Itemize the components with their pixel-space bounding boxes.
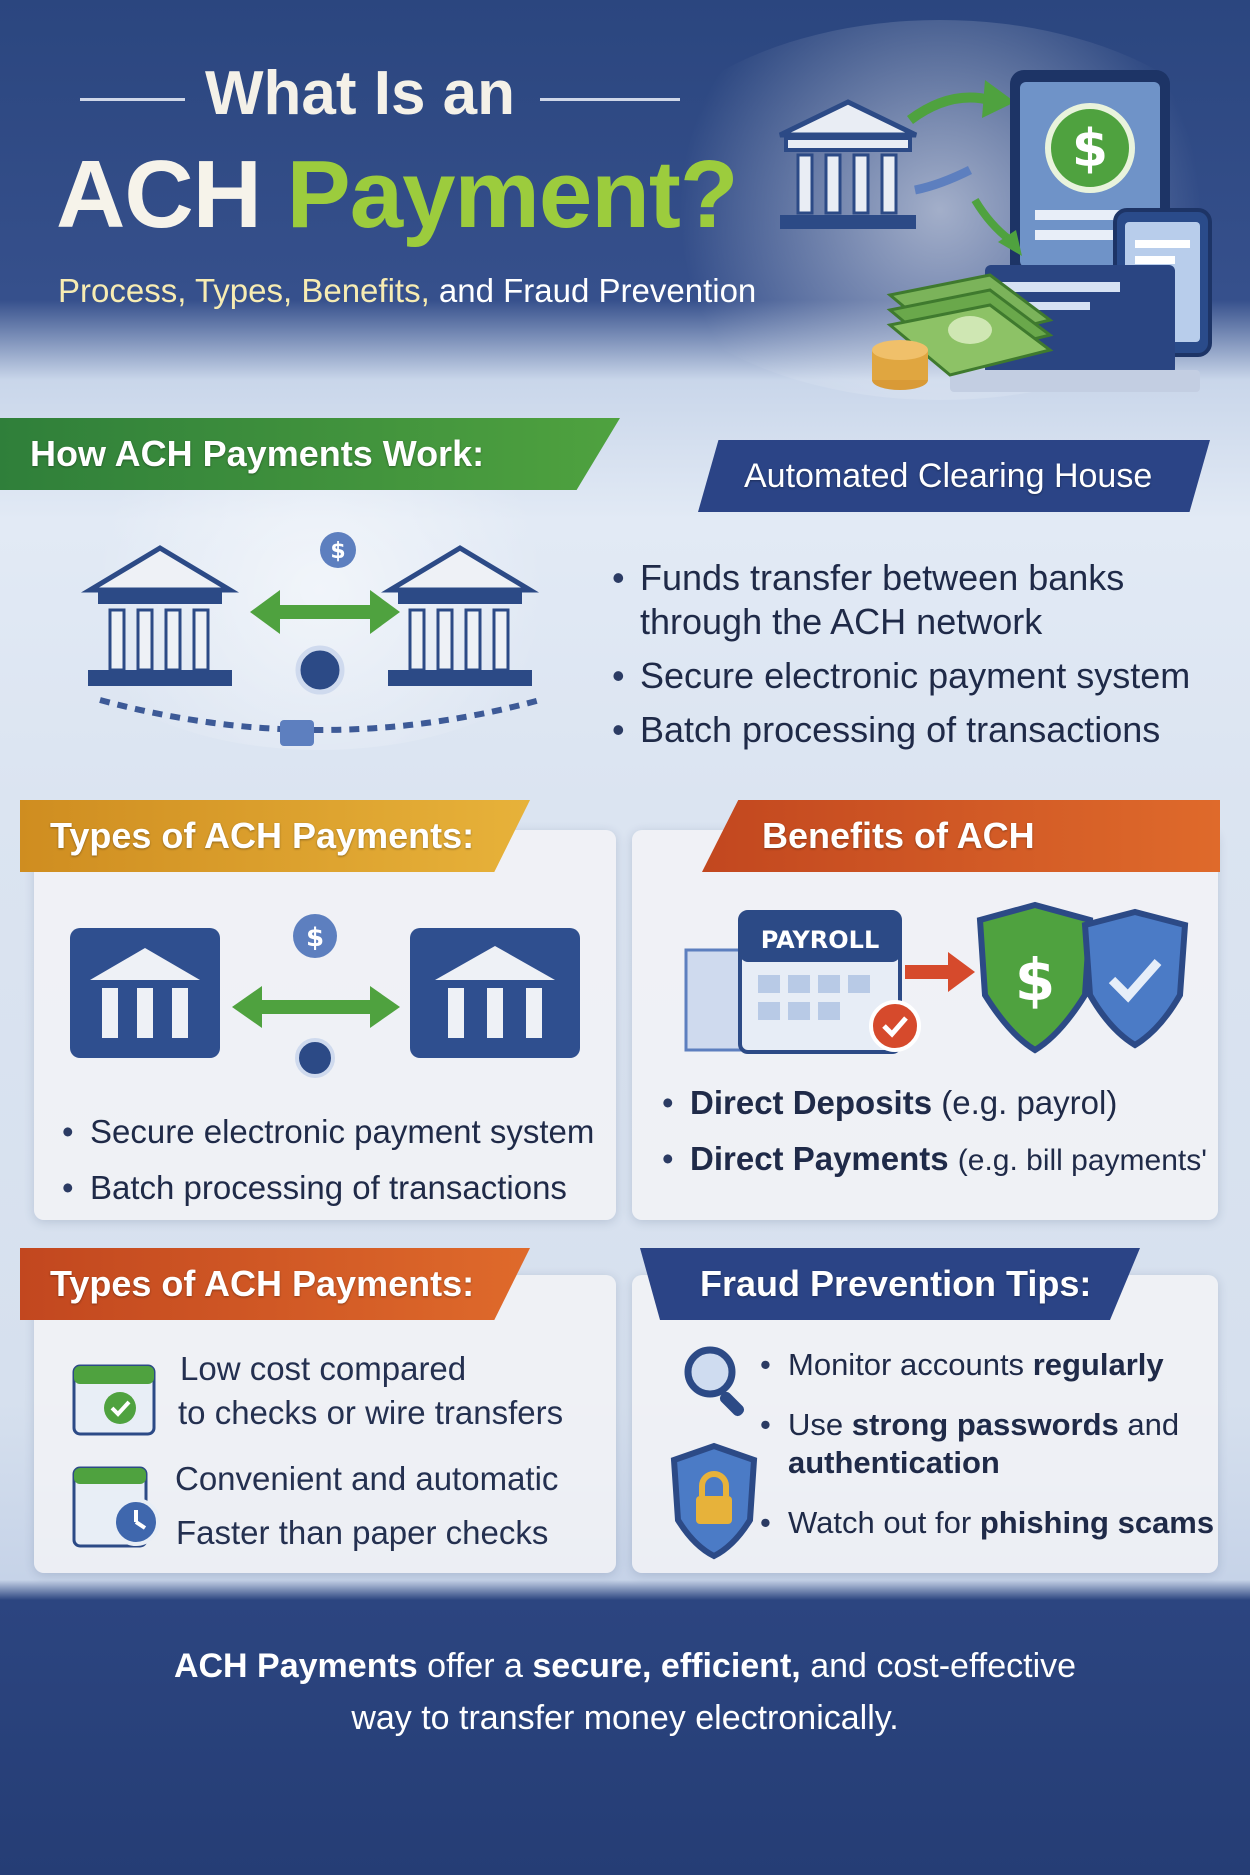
bank-icon [80,545,240,686]
fraud-tip-1-text: Monitor accounts [788,1347,1025,1382]
fraud-tip-2: Use strong passwords and authentication [758,1406,1218,1482]
benefits-banner: Benefits of ACH Payments: [702,800,1220,872]
double-arrow-icon [232,986,400,1028]
calendar-check-icon [72,1364,156,1436]
fraud-banner: Fraud Prevention Tips: [640,1248,1140,1320]
subtitle-part1: Process, Types, Benefits, [58,272,430,309]
benefits-illustration: PAYROLL $ [684,901,1189,1054]
arrow-down-head [998,230,1022,256]
shield-dollar-icon: $ [976,901,1094,1054]
double-arrow-icon [250,590,400,634]
lock-icon [670,1442,758,1560]
benefits-list: Direct Deposits (e.g. payrol) Direct Pay… [660,1083,1220,1197]
coins-icon [872,340,928,390]
benefit-item-2: Direct Payments (e.g. bill payments' [660,1139,1220,1181]
fraud-tip-1: Monitor accounts regularly [758,1346,1218,1384]
dollar-icon: $ [293,914,337,958]
dollar-icon: $ [1072,119,1108,179]
document-icon [280,720,314,746]
types-bullet-2: Batch processing of transactions [60,1168,620,1208]
shield-check-icon [1081,908,1189,1049]
magnifier-icon [684,1346,745,1417]
how-banner: How ACH Payments Work: [0,418,620,490]
header-illustration: $ [778,70,1212,392]
bank-card-icon [70,928,220,1058]
arrow-left-icon [914,165,973,195]
network-path [99,697,541,733]
types-banner: Types of ACH Payments: [20,800,530,872]
footer-emphasis-2: secure, efficient, [532,1647,801,1685]
payroll-label: PAYROLL [761,926,880,954]
calendar-icon: PAYROLL [738,910,902,1054]
bank-icon [380,545,540,686]
red-arrow-icon [905,952,975,992]
footer-line-2: way to transfer money electronically. [351,1699,899,1737]
types2-banner: Types of ACH Payments: [20,1248,530,1320]
subtitle-part2: and Fraud Prevention [438,272,757,309]
types-bullet-1: Secure electronic payment system [60,1112,620,1152]
title-rule-right [540,98,680,101]
bank-transfer-illustration: $ [80,532,541,746]
how-bullets: Funds transfer between banks through the… [610,556,1200,762]
types-bullets: Secure electronic payment system Batch p… [60,1112,620,1224]
types2-line-2b: Faster than paper checks [176,1514,549,1551]
benefit-1-title: Direct Deposits [690,1084,933,1121]
page-title-line2: ACH Payment? [56,140,739,250]
footer-text-2: and cost-effective [810,1647,1077,1685]
footer-line-1: ACH Payments offer a secure, efficient, … [0,1640,1250,1692]
types2-line-1a: Low cost compared [180,1350,467,1387]
svg-text:$: $ [1015,946,1055,1014]
page-subtitle: Process, Types, Benefits, and Fraud Prev… [58,272,756,310]
fraud-tip-2-emphasis: strong passwords [851,1407,1119,1442]
fraud-tip-3-text: Watch out for [788,1505,972,1540]
page-title-line1: What Is an [204,59,516,128]
fraud-tip-3: Watch out for phishing scams [758,1504,1218,1542]
how-bullet-2: Secure electronic payment system [610,654,1200,698]
benefit-2-example: (e.g. bill payments' [957,1144,1207,1177]
fraud-tips: Monitor accounts regularly Use strong pa… [758,1346,1218,1542]
arrow-right-icon [907,92,992,125]
benefit-item-1: Direct Deposits (e.g. payrol) [660,1083,1220,1123]
benefit-2-title: Direct Payments [690,1140,949,1177]
clock-icon [72,1466,160,1548]
footer-emphasis-1: ACH Payments [173,1647,418,1685]
bank-icon [778,99,918,229]
fraud-tip-3-emphasis: phishing scams [979,1505,1215,1540]
cash-stack-icon [886,273,1054,377]
how-bullet-3: Batch processing of transactions [610,708,1200,752]
types-illustration: $ [70,914,580,1078]
bank-card-icon [410,928,580,1058]
fraud-tip-2-text2: and [1127,1407,1180,1442]
ach-tag: Automated Clearing House [698,440,1210,512]
arrow-head-green [982,80,1015,118]
svg-text:$: $ [330,539,345,564]
types2-line-1b: to checks or wire transfers [178,1394,564,1431]
footer-text-1: offer a [427,1647,523,1685]
title-rule-left [80,98,185,101]
svg-text:$: $ [306,923,324,953]
how-bullet-1: Funds transfer between banks through the… [610,556,1200,644]
title-ach: ACH [56,141,262,248]
fraud-tip-2-emphasis2: authentication [788,1445,1000,1480]
arrow-down-icon [971,197,1013,244]
types2-line-2a: Convenient and automatic [175,1460,559,1497]
benefit-1-example: (e.g. payrol) [941,1084,1118,1121]
checkmark-icon [869,1000,921,1052]
footer-summary: ACH Payments offer a secure, efficient, … [0,1640,1250,1744]
fraud-tip-2-text: Use [788,1407,844,1442]
fraud-tip-1-emphasis: regularly [1032,1347,1164,1382]
title-payment: Payment? [286,141,739,248]
dollar-icon: $ [320,532,356,568]
checkmark-glyph [882,1016,908,1038]
network-hub-icon [295,1038,335,1078]
network-hub-icon [295,645,345,695]
